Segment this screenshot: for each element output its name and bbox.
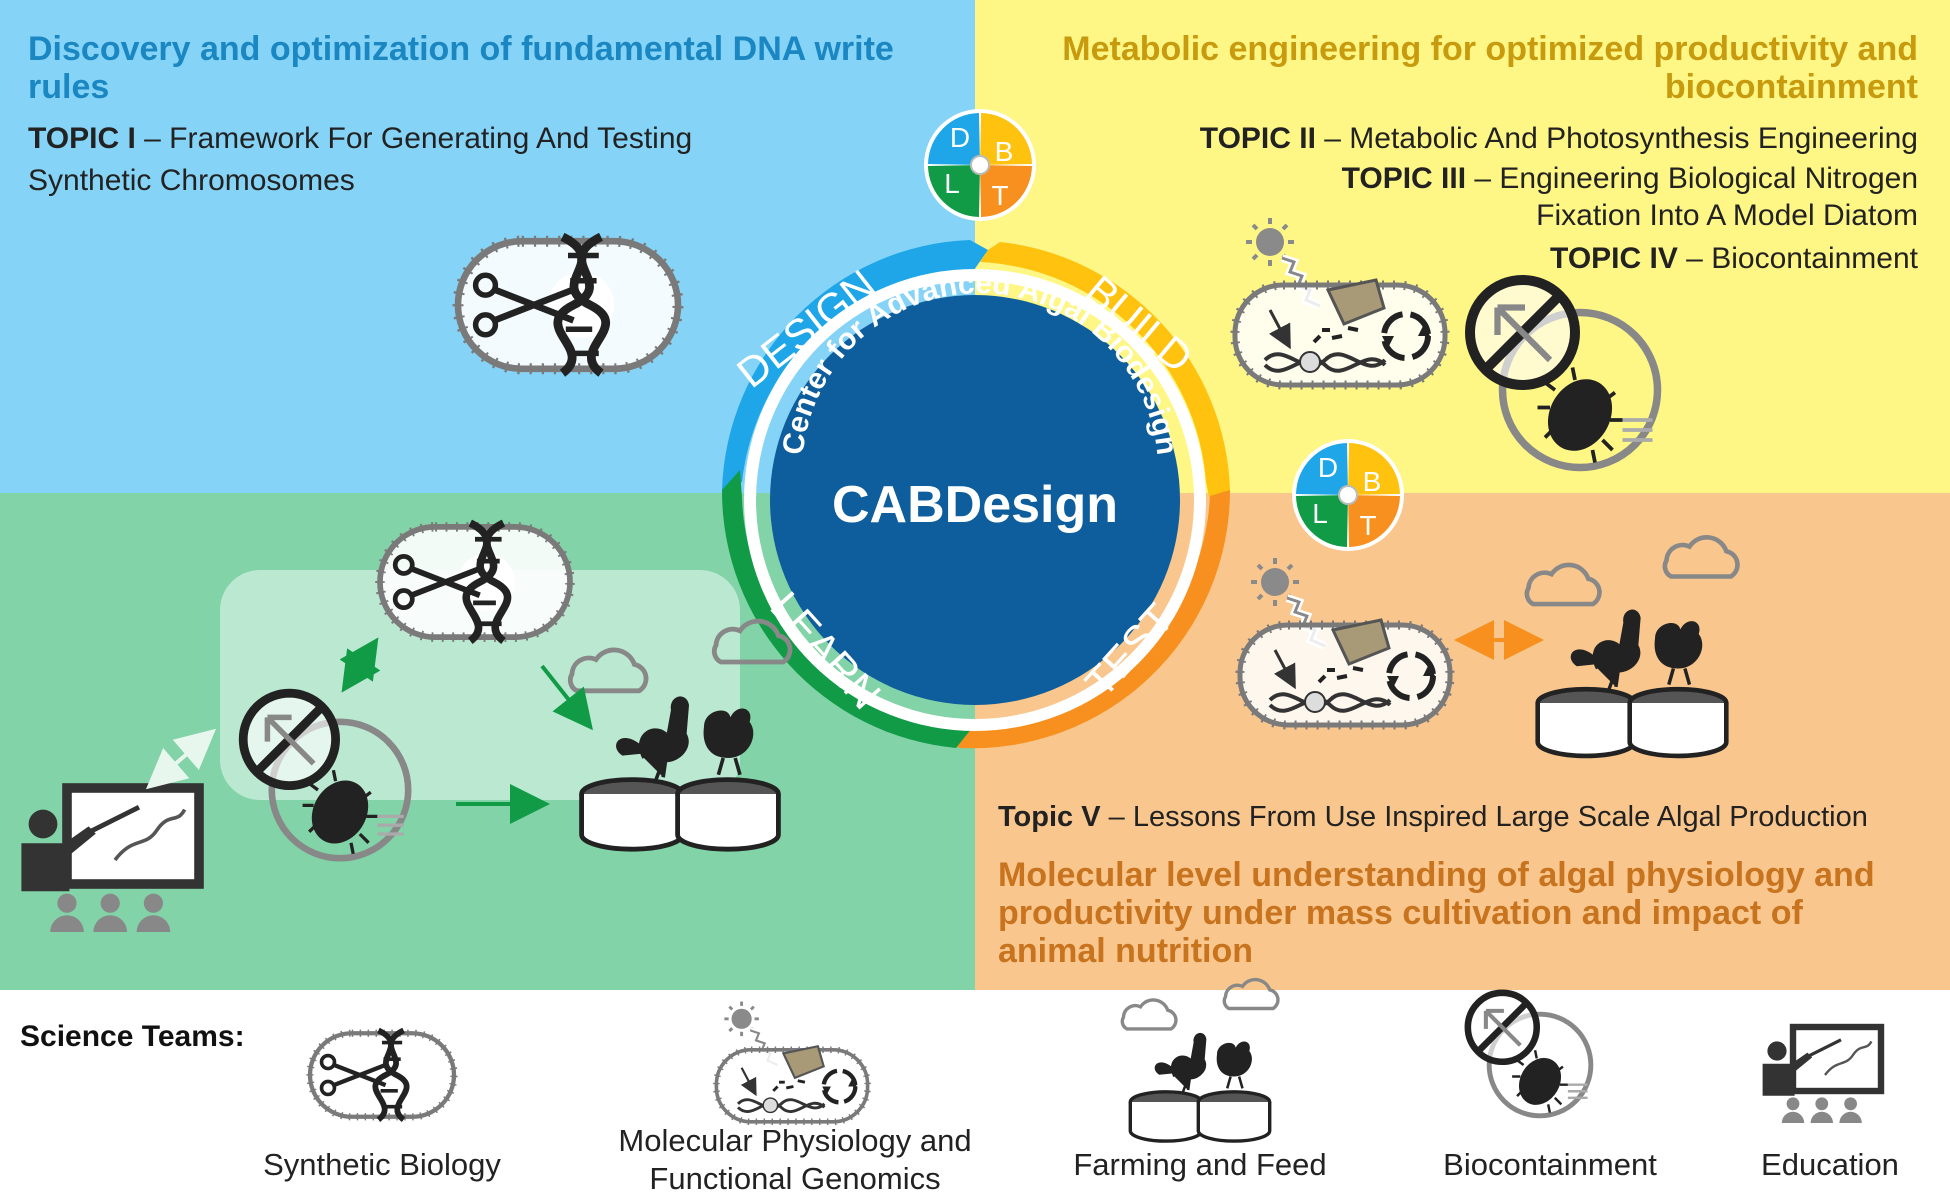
topic-2: TOPIC II – Metabolic And Photosynthesis … — [1199, 122, 1918, 155]
biocontainment-icon — [1470, 280, 1658, 468]
dna-scissors-icon — [380, 523, 570, 641]
svg-text:L: L — [944, 168, 960, 199]
topic-4: TOPIC IV – Biocontainment — [1550, 242, 1918, 275]
team-farming-feed: Farming and Feed — [1073, 1147, 1327, 1182]
svg-text:B: B — [1363, 466, 1382, 497]
svg-text:D: D — [1318, 452, 1338, 483]
learn-highlight — [220, 570, 740, 800]
team-icon-biocontainment — [1468, 993, 1591, 1116]
dna-scissors-icon — [458, 237, 678, 373]
design-heading: Discovery and optimization of fundamenta… — [28, 30, 894, 106]
cell-photosynthesis-icon — [1235, 218, 1445, 385]
team-icon-molecular-physiology — [716, 1002, 867, 1122]
science-teams-label: Science Teams: — [20, 1020, 245, 1053]
test-heading: Molecular level understanding of algal p… — [998, 856, 1875, 970]
svg-text:T: T — [991, 180, 1008, 211]
center-title: CABDesign — [832, 476, 1118, 534]
team-synthetic-biology: Synthetic Biology — [263, 1147, 501, 1182]
svg-text:B: B — [995, 136, 1014, 167]
team-icon-education — [1763, 1027, 1881, 1123]
cell-photosynthesis-icon — [1240, 558, 1450, 725]
cabdesign-cycle — [721, 240, 1231, 749]
svg-text:L: L — [1312, 498, 1328, 529]
svg-text:D: D — [950, 122, 970, 153]
mini-cycle-icon-2: D B T L — [1291, 438, 1405, 552]
team-education: Education — [1761, 1147, 1899, 1182]
topic-3: TOPIC III – Engineering Biological Nitro… — [1341, 162, 1918, 232]
mini-cycle-icon: D B T L — [923, 108, 1037, 222]
team-icon-farming-feed — [1120, 977, 1280, 1143]
team-molecular-physiology: Molecular Physiology and Functional Geno… — [618, 1123, 972, 1196]
farm-feed-icon — [1527, 537, 1738, 756]
team-icon-synthetic-biology — [310, 1030, 454, 1119]
svg-text:T: T — [1359, 510, 1376, 541]
topic-5: Topic V – Lessons From Use Inspired Larg… — [998, 801, 1868, 833]
topic-1: TOPIC I – Framework For Generating And T… — [28, 122, 693, 197]
team-biocontainment: Biocontainment — [1443, 1147, 1657, 1182]
teacher-icon — [21, 788, 199, 932]
build-heading: Metabolic engineering for optimized prod… — [1062, 30, 1918, 106]
